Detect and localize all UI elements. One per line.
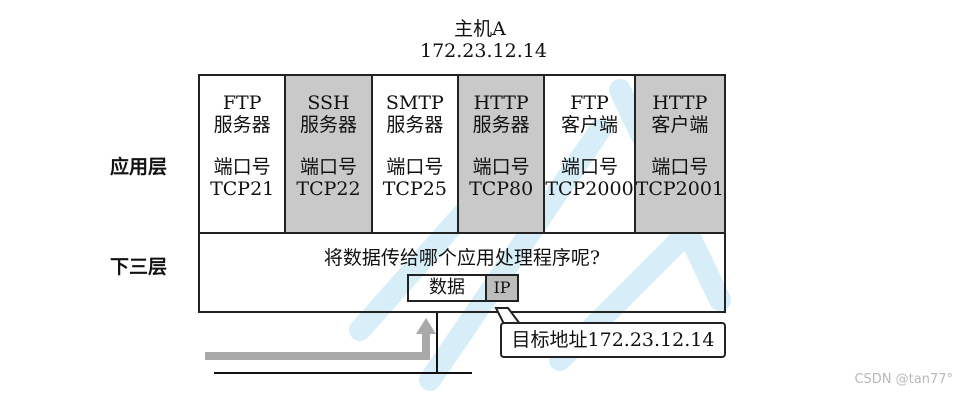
port-label: 端口号 <box>472 156 530 178</box>
packet-data: 数据 <box>409 276 487 300</box>
app-name: FTP <box>570 92 609 114</box>
question-text: 将数据传给哪个应用处理程序呢? <box>323 247 601 269</box>
host-title: 主机A 172.23.12.14 <box>420 18 547 62</box>
port-number: TCP22 <box>296 178 361 200</box>
app-box-ftp-client: FTP 客户端 端口号 TCP2000 <box>545 76 636 232</box>
app-box-smtp-server: SMTP 服务器 端口号 TCP25 <box>373 76 459 232</box>
app-role: 客户端 <box>560 114 618 136</box>
packet-ip-header: IP <box>487 276 517 300</box>
app-layer-label: 应用层 <box>110 156 168 178</box>
port-number: TCP25 <box>382 178 447 200</box>
app-role: 服务器 <box>299 114 357 136</box>
app-role: 客户端 <box>651 114 709 136</box>
port-number: TCP21 <box>210 178 275 200</box>
lower-layers: 将数据传给哪个应用处理程序呢? 数据 IP <box>198 233 726 313</box>
packet: 数据 IP <box>407 274 519 302</box>
app-name: SSH <box>307 92 350 114</box>
port-label: 端口号 <box>560 156 618 178</box>
port-number: TCP80 <box>469 178 534 200</box>
app-name: HTTP <box>473 92 529 114</box>
port-number: TCP2001 <box>635 178 725 200</box>
port-label: 端口号 <box>386 156 444 178</box>
app-box-ftp-server: FTP 服务器 端口号 TCP21 <box>200 76 287 232</box>
app-name: SMTP <box>385 92 444 114</box>
csdn-watermark: CSDN @tan77° <box>854 372 953 387</box>
port-label: 端口号 <box>213 156 271 178</box>
incoming-data-arrow <box>205 332 430 360</box>
port-label: 端口号 <box>651 156 709 178</box>
destination-address-callout: 目标地址172.23.12.14 <box>500 322 726 358</box>
app-name: FTP <box>222 92 262 114</box>
app-box-http-client: HTTP 客户端 端口号 TCP2001 <box>635 76 725 232</box>
app-role: 服务器 <box>213 114 271 136</box>
port-label: 端口号 <box>299 156 357 178</box>
app-box-ssh-server: SSH 服务器 端口号 TCP22 <box>286 76 373 232</box>
app-role: 服务器 <box>472 114 530 136</box>
host-name: 主机A <box>454 18 506 40</box>
arrow-head <box>416 318 436 334</box>
host-ip: 172.23.12.14 <box>420 40 547 62</box>
application-layer: FTP 服务器 端口号 TCP21 SSH 服务器 端口号 TCP22 SMTP… <box>198 74 726 234</box>
app-box-http-server: HTTP 服务器 端口号 TCP80 <box>458 76 546 232</box>
port-number: TCP2000 <box>545 178 634 200</box>
lower-layer-label: 下三层 <box>110 256 168 278</box>
app-name: HTTP <box>652 92 708 114</box>
app-role: 服务器 <box>386 114 444 136</box>
